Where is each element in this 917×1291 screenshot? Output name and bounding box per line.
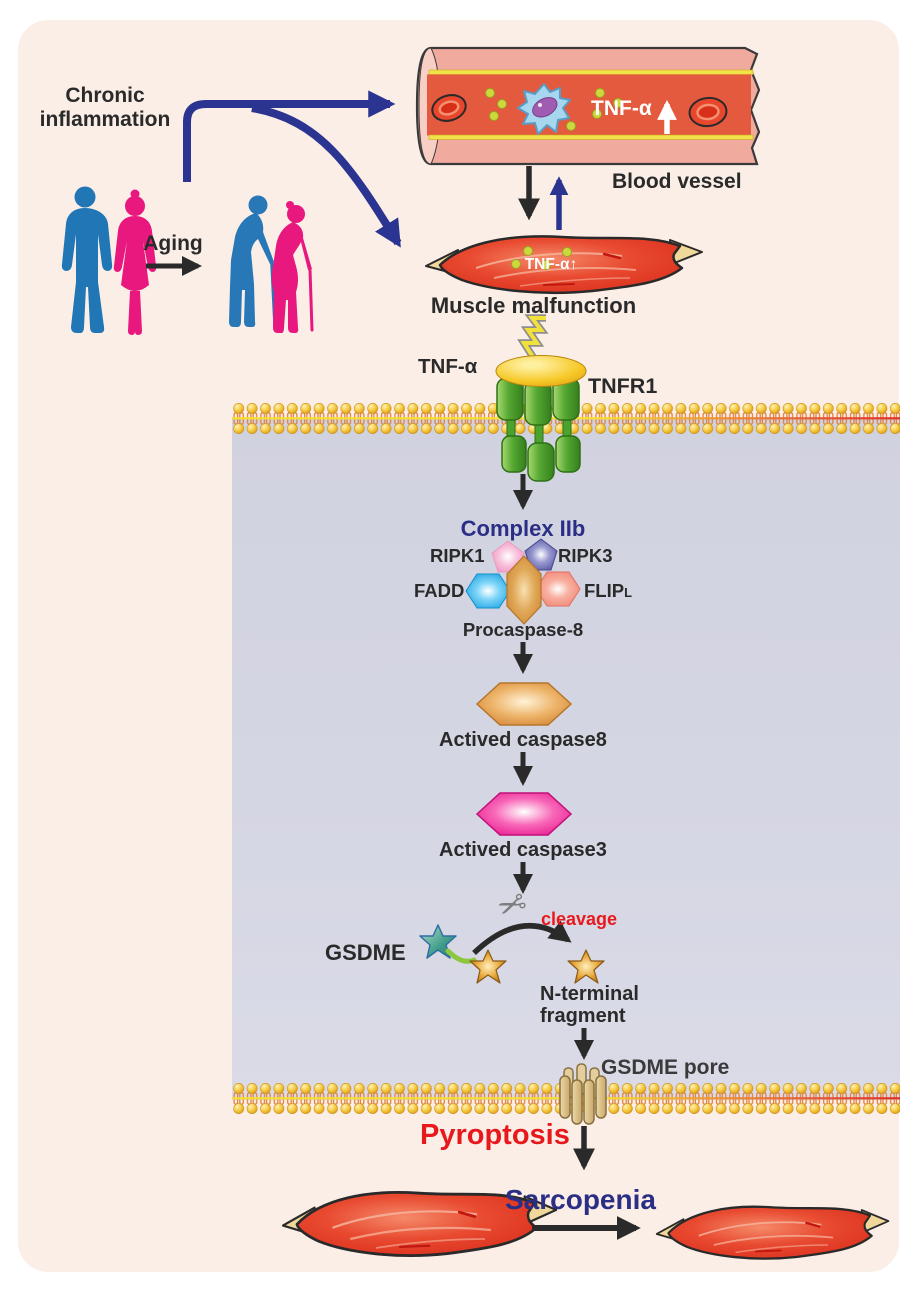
- tnf-alpha-vessel-label: TNF-α: [591, 97, 652, 120]
- young-woman: [113, 189, 157, 335]
- gsdme-label: GSDME: [325, 940, 406, 965]
- flipl-label: FLIPL: [584, 580, 632, 601]
- ripk3-shape: [524, 538, 558, 571]
- tnfr1-receptor: [495, 355, 587, 482]
- blood-vessel-label: Blood vessel: [612, 170, 742, 193]
- procaspase8-shape: [506, 555, 542, 625]
- old-couple: [229, 195, 314, 333]
- red-blood-cell: [688, 96, 728, 128]
- inflammation-to-muscle-arrow: [251, 104, 402, 248]
- tnf-ligand: [495, 355, 587, 387]
- pyroptosis-label: Pyroptosis: [420, 1119, 570, 1151]
- activated-caspase3-label: Actived caspase3: [439, 839, 607, 861]
- immune-cell: [517, 83, 571, 135]
- gsdme-n-terminal-star: [469, 949, 507, 984]
- activated-caspase8-label: Actived caspase8: [439, 729, 607, 751]
- tnf-particles: [485, 88, 623, 131]
- inflammation-to-vessel-arrow: [183, 90, 396, 182]
- fadd-label: FADD: [414, 580, 465, 601]
- chronic-inflammation-label: Chronic inflammation: [39, 84, 171, 131]
- flipl-shape: [535, 571, 581, 607]
- gsdme-linker: [445, 948, 477, 964]
- tnf-alpha-ligand-label: TNF-α: [418, 355, 478, 378]
- lightning-icon: [517, 314, 549, 360]
- old-woman: [271, 201, 314, 333]
- cleavage-label: cleavage: [541, 909, 618, 929]
- gsdme-pore-label: GSDME pore: [601, 1056, 730, 1079]
- cytoplasm-region: [232, 418, 900, 1100]
- gsdme-pore-shape: [559, 1063, 607, 1125]
- young-man: [61, 186, 113, 333]
- tnf-particles-muscle: [511, 246, 572, 270]
- cleavage-arc-arrow: [472, 920, 572, 955]
- aging-label: Aging: [143, 232, 203, 255]
- complex-iib-shapes: [465, 538, 581, 625]
- muscle-malfunction-label: Muscle malfunction: [430, 293, 637, 318]
- tnf-alpha-muscle-label: TNF-α↑: [524, 256, 578, 273]
- ripk3-label: RIPK3: [558, 545, 613, 566]
- complex-iib-label: Complex IIb: [460, 516, 586, 541]
- gsdme-full-length: [419, 924, 507, 984]
- caspase3-hexagon: [475, 792, 573, 836]
- sarcopenia-label: Sarcopenia: [505, 1184, 656, 1215]
- fadd-shape: [465, 573, 511, 609]
- red-blood-cell: [431, 94, 467, 122]
- caspase8-hexagon: [475, 682, 573, 726]
- procaspase8-label: Procaspase-8: [462, 619, 584, 640]
- blood-vessel-illustration: [415, 46, 761, 166]
- young-couple: [61, 186, 157, 335]
- n-terminal-fragment-star: [567, 949, 605, 984]
- ripk1-label: RIPK1: [430, 545, 485, 566]
- n-terminal-fragment-label: N-terminal fragment: [540, 983, 639, 1028]
- muscle-cell-atrophied: [655, 1205, 890, 1260]
- old-man: [229, 195, 277, 327]
- tnfr1-label: TNFR1: [588, 374, 658, 398]
